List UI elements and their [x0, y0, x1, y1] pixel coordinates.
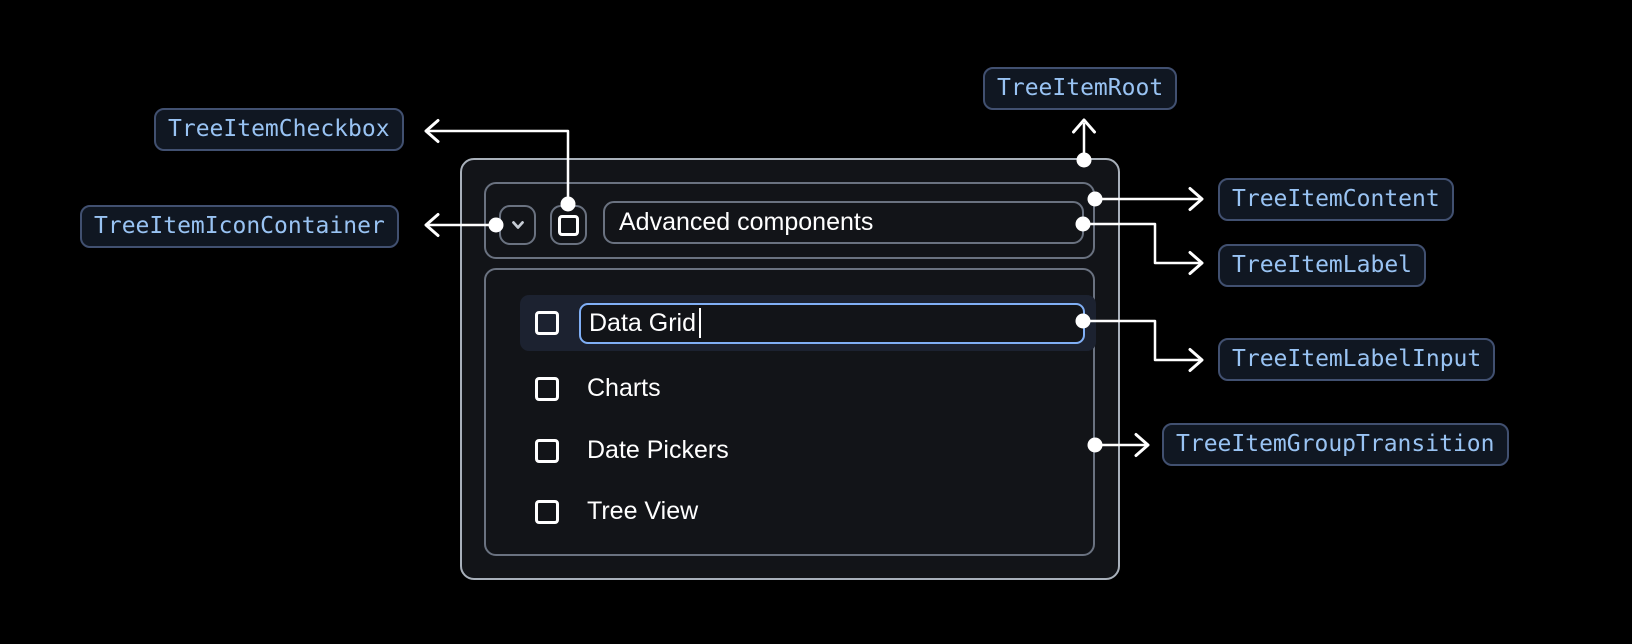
badge-tree-item-content: TreeItemContent — [1218, 178, 1454, 221]
item-label: Tree View — [587, 497, 699, 525]
checkbox-unchecked-icon[interactable] — [535, 311, 559, 335]
badge-tree-item-group-transition: TreeItemGroupTransition — [1162, 423, 1509, 466]
tree-item-row[interactable]: Date Pickers — [535, 436, 729, 465]
item-label: Date Pickers — [587, 436, 729, 464]
chevron-down-icon — [511, 221, 524, 229]
tree-item-label: Advanced components — [603, 201, 1084, 244]
tree-item-content[interactable]: Advanced components — [484, 182, 1095, 259]
tree-item-row[interactable]: Charts — [535, 374, 661, 403]
item-label: Charts — [587, 374, 661, 402]
checkbox-unchecked-icon[interactable] — [535, 376, 559, 401]
badge-tree-item-label-input: TreeItemLabelInput — [1218, 338, 1496, 381]
checkbox-unchecked-icon[interactable] — [535, 438, 559, 463]
label-input-value: Data Grid — [589, 308, 696, 337]
tree-item-editing-row[interactable]: Data Grid — [520, 295, 1096, 351]
parent-item-label: Advanced components — [619, 208, 874, 236]
checkbox-unchecked-icon[interactable] — [535, 499, 559, 524]
tree-item-root: Advanced components Data Grid Charts Dat… — [460, 158, 1120, 580]
tree-item-group-transition: Data Grid Charts Date Pickers Tree View — [484, 268, 1096, 556]
tree-item-label-input[interactable]: Data Grid — [579, 302, 1085, 344]
badge-tree-item-label: TreeItemLabel — [1218, 244, 1427, 287]
checkbox-unchecked-icon — [558, 214, 579, 236]
badge-tree-item-icon-container: TreeItemIconContainer — [80, 205, 399, 248]
badge-tree-item-root: TreeItemRoot — [983, 67, 1178, 110]
badge-tree-item-checkbox: TreeItemCheckbox — [154, 108, 404, 151]
tree-item-checkbox[interactable] — [550, 205, 587, 245]
tree-item-icon-container[interactable] — [499, 205, 536, 245]
text-cursor — [698, 308, 702, 338]
tree-item-row[interactable]: Tree View — [535, 497, 698, 526]
